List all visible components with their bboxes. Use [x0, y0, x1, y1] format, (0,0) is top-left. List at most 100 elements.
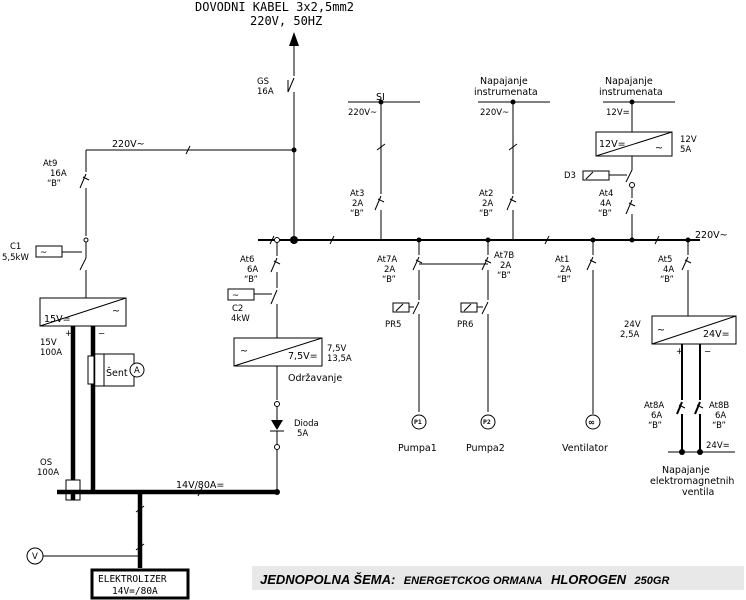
at8b-type: “B”: [712, 421, 726, 431]
psu75-rating1: 7,5V: [327, 344, 347, 354]
pr6-label: PR6: [457, 320, 473, 330]
svg-text:∞: ∞: [588, 418, 595, 428]
supply-title-line2: 220V, 50HZ: [250, 14, 322, 28]
at6-type: “B”: [244, 275, 258, 285]
psu12-right: ~: [655, 143, 663, 154]
psu-7-5v: ~ 7,5V= 7,5V 13,5A Održavanje: [233, 337, 352, 384]
pump2-symbol: P2: [483, 418, 491, 426]
at3-rating: 2A: [352, 199, 363, 209]
psu24-right: 24V=: [703, 329, 730, 340]
breaker-at8a: At8A 6A “B”: [644, 401, 686, 452]
dc-bus-label: 14V/80A=: [176, 480, 224, 491]
psu15-rating2: 100A: [40, 348, 62, 358]
instr220-line2: instrumenata: [474, 87, 538, 98]
psu24-left: ~: [657, 325, 665, 336]
caption-bold: JEDNOPOLNA ŠEMA:: [260, 572, 395, 587]
breaker-at1: At1 2A “B”: [555, 242, 597, 414]
instr12-line2: instrumenata: [599, 87, 663, 98]
at4-type: “B”: [598, 209, 612, 219]
relay-pr5: PR5: [385, 301, 420, 412]
gs-main-switch: GS 16A: [257, 77, 295, 150]
gs-rating: 16A: [257, 87, 274, 97]
breaker-at5: At5 4A “B”: [658, 242, 692, 316]
at2-name: At2: [479, 189, 493, 199]
c2-rating: 4kW: [231, 314, 250, 324]
breaker-at8b: At8B 6A “B”: [694, 401, 729, 452]
psu-12v: 12V= ~ 12V 5A: [595, 131, 697, 157]
valves-line1: Napajanje: [662, 465, 710, 476]
psu75-label: Održavanje: [288, 373, 342, 384]
at1-type: “B”: [557, 275, 571, 285]
at7b-name: At7B: [494, 251, 514, 261]
c1-name: C1: [10, 242, 21, 252]
pump1-symbol: P1: [414, 418, 422, 426]
os-rating: 100A: [37, 468, 59, 478]
at5-name: At5: [658, 255, 672, 265]
relay-pr6: PR6: [457, 301, 489, 412]
instr220-line1: Napajanje: [480, 76, 528, 87]
caption-middle: ENERGETCKOG ORMANA: [404, 575, 543, 587]
at4-rating: 4A: [600, 199, 611, 209]
ammeter-symbol: A: [134, 366, 140, 376]
instr12-line1: Napajanje: [605, 76, 653, 87]
at9-name: At9: [43, 159, 57, 169]
at7a-name: At7A: [377, 255, 397, 265]
at2-type: “B”: [479, 209, 493, 219]
supply-title-line1: DOVODNI KABEL 3x2,5mm2: [195, 0, 354, 14]
os-name: OS: [40, 458, 52, 468]
at9-type: “B”: [47, 179, 61, 189]
psu24-rating1: 24V: [624, 320, 641, 330]
fan-label: Ventilator: [562, 443, 608, 454]
caption-brand: HLOROGEN: [551, 572, 627, 587]
at8b-name: At8B: [709, 401, 729, 411]
breaker-at2: At2 2A “B”: [479, 189, 517, 240]
breaker-at6: At6 6A “B”: [240, 242, 281, 288]
valves-line3: ventila: [682, 487, 714, 498]
c1-rating: 5,5kW: [2, 253, 29, 263]
pr5-label: PR5: [385, 320, 401, 330]
c2-name: C2: [232, 304, 243, 314]
psu15-plus: +: [65, 329, 72, 339]
psu75-right: 7,5V=: [288, 351, 318, 362]
instr12-voltage: 12V=: [606, 108, 630, 118]
valves-line2: elektromagnetnih: [650, 476, 734, 487]
pump2-label: Pumpa2: [466, 443, 505, 454]
breaker-at7a: At7A 2A “B”: [377, 242, 423, 300]
instr220-voltage: 220V~: [480, 108, 509, 118]
at9-rating: 16A: [50, 169, 67, 179]
pump1-icon: P1 Pumpa1: [398, 414, 437, 454]
caption-box: [252, 566, 744, 590]
psu15-rating1: 15V: [40, 338, 57, 348]
at2-rating: 2A: [482, 199, 493, 209]
voltmeter-icon: V: [26, 547, 140, 565]
psu12-rating2: 5A: [680, 145, 691, 155]
d3-label: D3: [564, 171, 576, 181]
at6-name: At6: [240, 255, 254, 265]
ac-left-label: 220V~: [112, 139, 145, 150]
caption: JEDNOPOLNA ŠEMA: ENERGETCKOG ORMANA HLOR…: [260, 571, 669, 588]
at7a-rating: 2A: [384, 265, 395, 275]
breaker-at7b: At7B 2A “B”: [481, 242, 514, 300]
at1-name: At1: [555, 255, 569, 265]
at5-rating: 4A: [663, 265, 674, 275]
breaker-at4: At4 4A “B”: [598, 189, 636, 240]
electrolyzer-line2: 14V=/80A: [112, 586, 158, 597]
breaker-at9: At9 16A “B”: [43, 159, 90, 243]
diode-icon: Dioda 5A: [270, 406, 319, 444]
at5-type: “B”: [660, 275, 674, 285]
main-junction-dot: [290, 236, 298, 244]
at6-rating: 6A: [247, 265, 258, 275]
electrolyzer-line1: ELEKTROLIZER: [98, 574, 167, 585]
psu-15v: 15V= ~ + − 15V 100A: [39, 297, 127, 358]
svg-text:~: ~: [40, 248, 47, 258]
at8b-rating: 6A: [715, 411, 726, 421]
d3-relay: D3: [564, 169, 635, 188]
pump1-label: Pumpa1: [398, 443, 437, 454]
psu75-left: ~: [240, 346, 248, 357]
at7a-type: “B”: [382, 275, 396, 285]
at7b-type: “B”: [497, 271, 511, 281]
electrolyzer: ELEKTROLIZER 14V=/80A: [90, 568, 190, 600]
pump2-icon: P2 Pumpa2: [466, 414, 505, 454]
at3-type: “B”: [350, 209, 364, 219]
at7b-rating: 2A: [500, 261, 511, 271]
